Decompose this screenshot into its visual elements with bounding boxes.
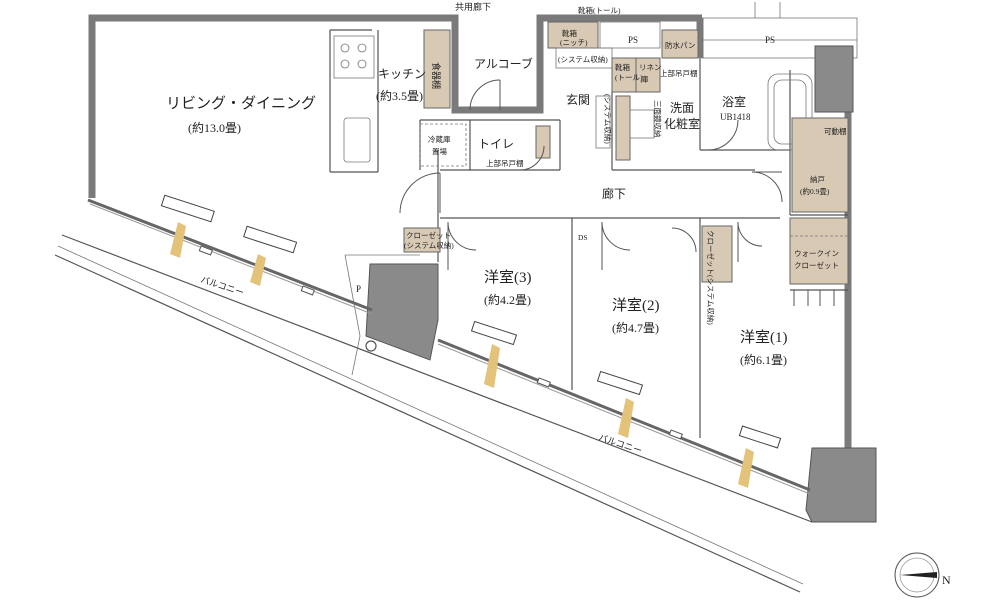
- room2-name: 洋室(2): [612, 297, 660, 314]
- system-storage-vertical-label: (システム収納): [603, 94, 613, 144]
- closet-storage-size: (約0.9畳): [800, 186, 830, 196]
- alcove-label: アルコーブ: [474, 56, 533, 71]
- compass: [894, 552, 940, 598]
- walkin-l1: ウォークイン: [794, 249, 839, 258]
- balcony-label-2: バルコニー: [597, 432, 643, 455]
- ps-area: PS: [701, 2, 858, 59]
- p-mark: P: [356, 284, 361, 294]
- hallway-label: 廊下: [602, 186, 626, 201]
- exterior-walls: [88, 14, 852, 450]
- room3-name: 洋室(3): [484, 269, 532, 286]
- shoe-storage-tall-label: 靴箱(トール): [578, 5, 621, 15]
- misc-marks: [365, 95, 611, 352]
- living-dining-size: (約13.0畳): [188, 120, 241, 135]
- common-corridor-label: 共用廊下: [455, 1, 491, 12]
- ds-label: DS: [578, 233, 588, 242]
- kitchen-name: キッチン: [378, 67, 426, 81]
- washroom-l2: 化粧室: [664, 116, 700, 131]
- upper-cabinet-label: 上部吊戸棚: [660, 68, 698, 78]
- closet-a-l1: クローゼット: [406, 230, 451, 240]
- fridge-l2: 置場: [432, 146, 447, 156]
- linen-l2: 庫: [641, 74, 649, 84]
- closet-b-label: クローゼット(システム収納): [706, 230, 716, 325]
- shoe-niche-l1: 靴箱: [562, 28, 577, 38]
- ps-label-2: PS: [765, 35, 775, 45]
- washroom-l1: 洗面: [670, 101, 694, 115]
- room2-size: (約4.7畳): [612, 320, 659, 335]
- structural-columns: [365, 45, 877, 523]
- interior-partitions: [329, 29, 848, 438]
- room1-size: (約6.1畳): [740, 352, 787, 367]
- shoe-tall-l2: (トール): [615, 73, 643, 82]
- linen-l1: リネン: [639, 63, 662, 72]
- shoe-niche-l2: (ニッチ): [560, 38, 588, 47]
- compass-n: N: [942, 573, 951, 587]
- three-mirror-label: 三面鏡収納: [653, 100, 663, 138]
- waterproof-pan-label: 防水パン: [665, 40, 695, 50]
- movable-shelf-label: 可動棚: [824, 126, 847, 136]
- closet-storage-name: 納戸: [810, 174, 825, 184]
- walkin-l2: クローゼット: [794, 260, 839, 270]
- room3-size: (約4.2畳): [484, 292, 531, 307]
- bath-model-label: UB1418: [720, 112, 751, 122]
- doors: [399, 79, 835, 306]
- column-se: [805, 447, 877, 523]
- column-center: [365, 263, 439, 361]
- entrance-label: 玄関: [566, 92, 590, 107]
- entrance-storage: [535, 21, 699, 161]
- kitchen-fixtures: [333, 29, 451, 163]
- bathroom-fixtures: [767, 73, 849, 285]
- pantry-label: 食器棚: [431, 62, 442, 89]
- balcony-label-1: バルコニー: [199, 274, 245, 297]
- toilet-label: トイレ: [478, 137, 514, 151]
- closet-a-l2: (システム収納): [404, 240, 454, 250]
- balcony-railing: [54, 234, 813, 593]
- column-ne: [814, 45, 854, 113]
- room1-name: 洋室(1): [740, 329, 788, 346]
- kitchen-size: (約3.5畳): [376, 88, 423, 103]
- fridge-l1: 冷蔵庫: [428, 134, 451, 144]
- toilet-cabinet-label: 上部吊戸棚: [486, 158, 524, 168]
- pantry-cabinet: [423, 29, 451, 109]
- ps-label-1: PS: [628, 35, 638, 45]
- living-dining-name: リビング・ダイニング: [166, 95, 316, 112]
- bath-label: 浴室: [722, 94, 746, 109]
- misc-boxes: [403, 123, 733, 283]
- system-storage-label: (システム収納): [558, 54, 608, 64]
- ac-units: [160, 194, 782, 488]
- shoe-tall-l1: 靴箱: [615, 62, 630, 72]
